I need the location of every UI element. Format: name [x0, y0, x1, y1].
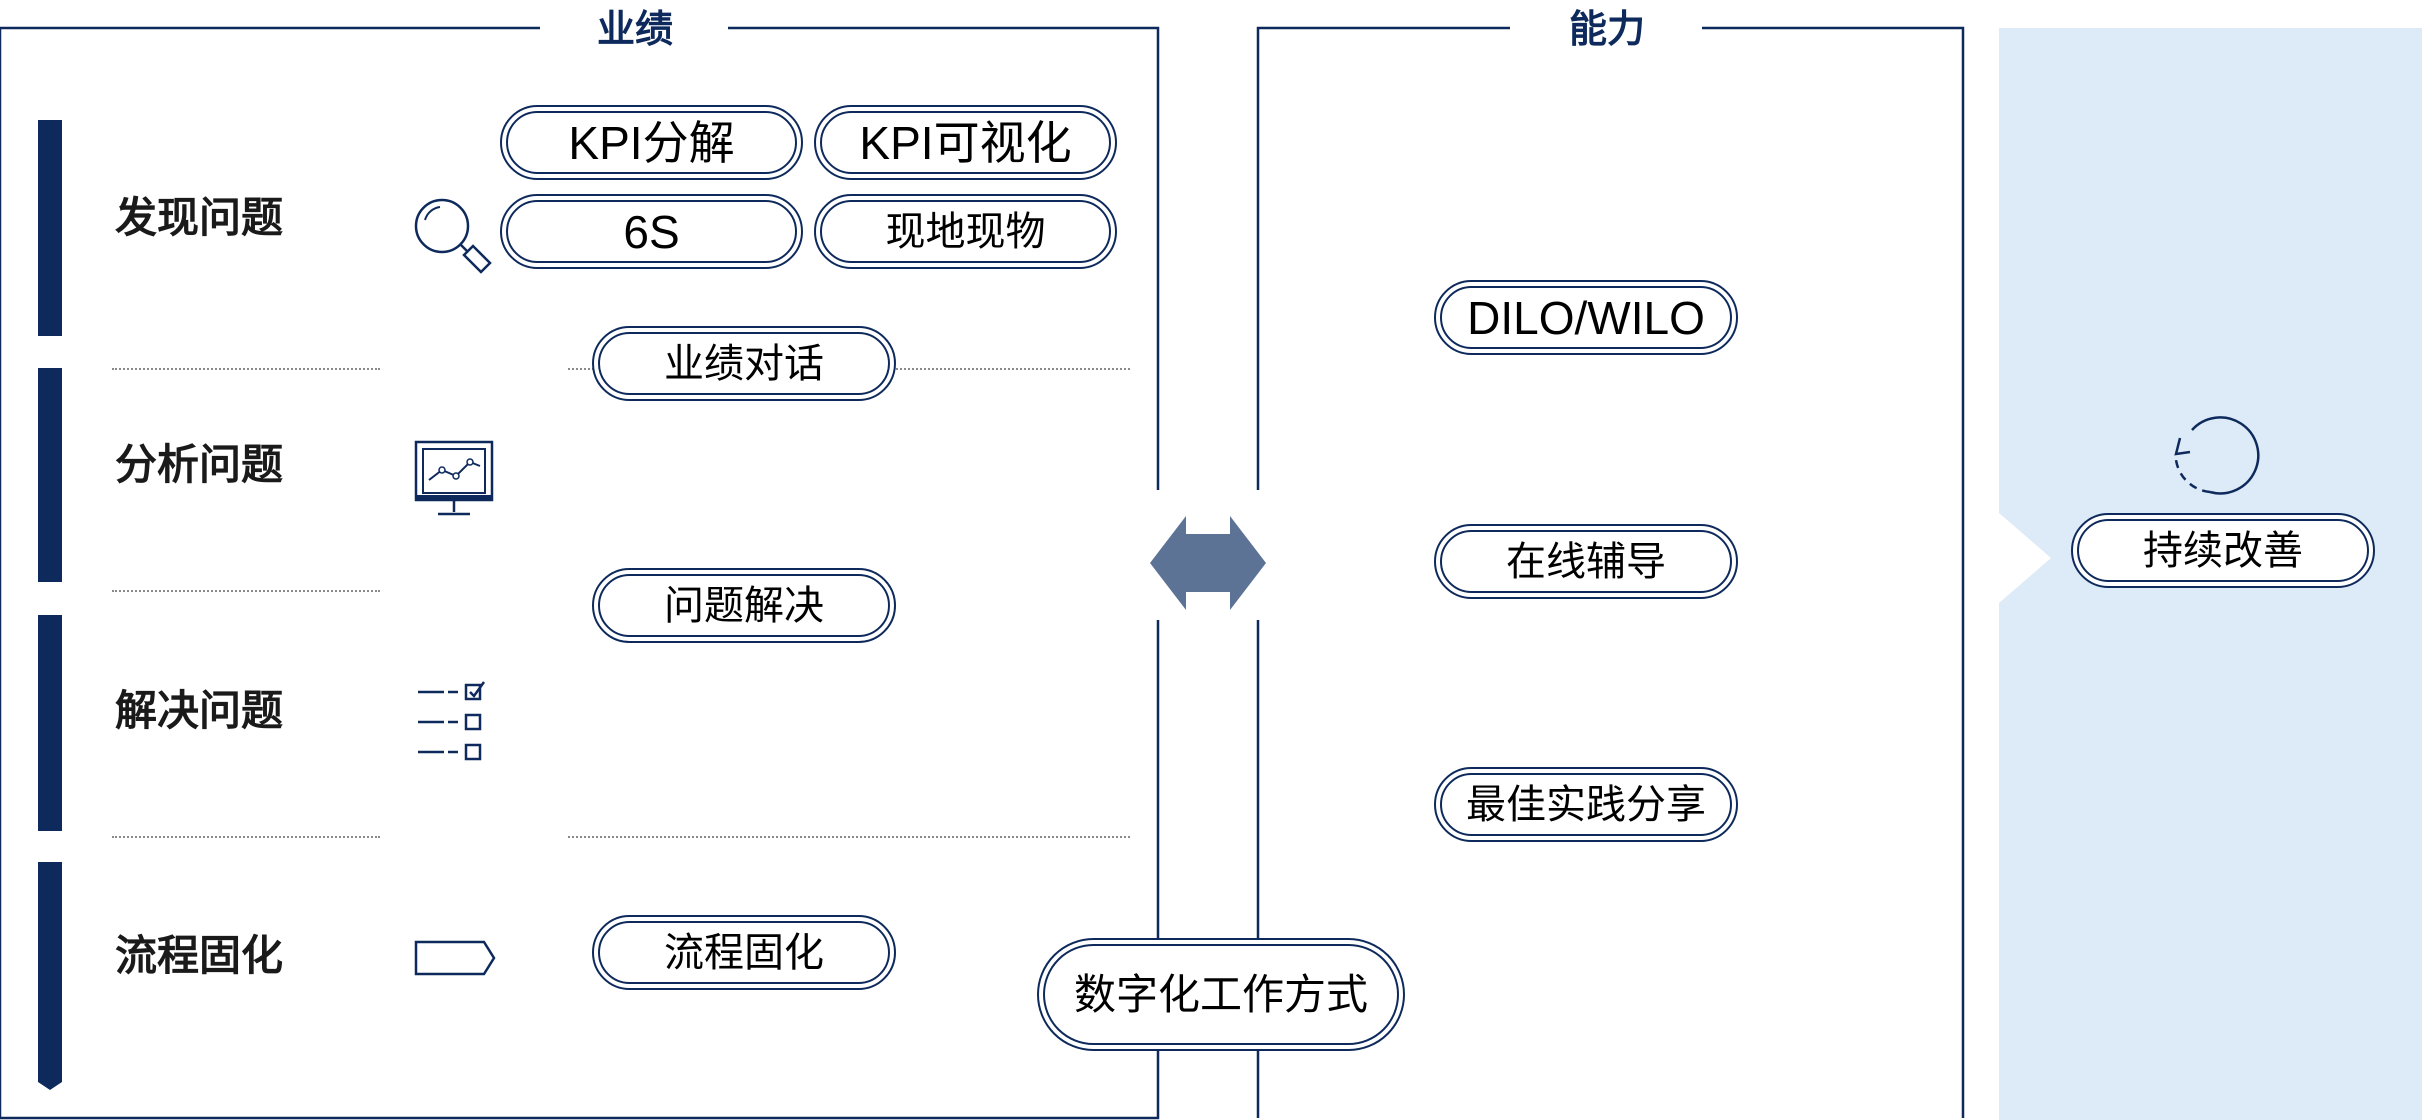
- problem-solving-pill: 问题解决: [592, 568, 896, 643]
- gemba-pill: 现地现物: [814, 194, 1117, 269]
- capability-title: 能力: [1568, 6, 1645, 51]
- kpi-visualization-label: KPI可视化: [859, 116, 1072, 169]
- problem-solving-label: 问题解决: [664, 582, 824, 629]
- continuous-improvement-label: 持续改善: [2143, 527, 2303, 574]
- process-solidify-label: 流程固化: [664, 929, 824, 976]
- double-arrow-icon: [1150, 516, 1266, 610]
- checklist-icon: [418, 681, 486, 761]
- step-label-discover: 发现问题: [115, 193, 284, 242]
- separator-line: [112, 836, 380, 838]
- performance-dialogue-pill: 业绩对话: [592, 326, 896, 401]
- best-practice-label: 最佳实践分享: [1466, 781, 1706, 828]
- performance-dialogue-label: 业绩对话: [664, 340, 824, 387]
- step-label-solidify: 流程固化: [115, 931, 284, 980]
- magnifier-icon: [414, 198, 492, 274]
- online-coaching-label: 在线辅导: [1506, 538, 1666, 585]
- kpi-breakdown-pill: KPI分解: [500, 105, 803, 180]
- best-practice-pill: 最佳实践分享: [1434, 767, 1738, 842]
- dilo-wilo-label: DILO/WILO: [1467, 291, 1705, 344]
- separator-line: [112, 368, 380, 370]
- separator-line: [568, 836, 1130, 838]
- step-bar: [38, 120, 62, 1090]
- cycle-arrow-icon: [2174, 416, 2260, 495]
- digital-way-label: 数字化工作方式: [1073, 969, 1368, 1019]
- performance-title: 业绩: [596, 6, 673, 51]
- tag-icon: [414, 940, 496, 976]
- digital-way-pill: 数字化工作方式: [1037, 938, 1405, 1051]
- step-label-solve: 解决问题: [115, 686, 284, 735]
- six-s-pill: 6S: [500, 194, 803, 269]
- online-coaching-pill: 在线辅导: [1434, 524, 1738, 599]
- kpi-visualization-pill: KPI可视化: [814, 105, 1117, 180]
- dilo-wilo-pill: DILO/WILO: [1434, 280, 1738, 355]
- separator-line: [112, 590, 380, 592]
- panel-notch: [1999, 513, 2051, 603]
- gemba-label: 现地现物: [885, 208, 1046, 255]
- step-label-analyze: 分析问题: [115, 440, 284, 489]
- six-s-label: 6S: [623, 205, 680, 258]
- kpi-breakdown-label: KPI分解: [568, 116, 735, 169]
- continuous-improvement-pill: 持续改善: [2071, 513, 2375, 588]
- process-solidify-pill: 流程固化: [592, 915, 896, 990]
- monitor-chart-icon: [414, 440, 494, 516]
- performance-panel-frame: [0, 26, 1160, 1120]
